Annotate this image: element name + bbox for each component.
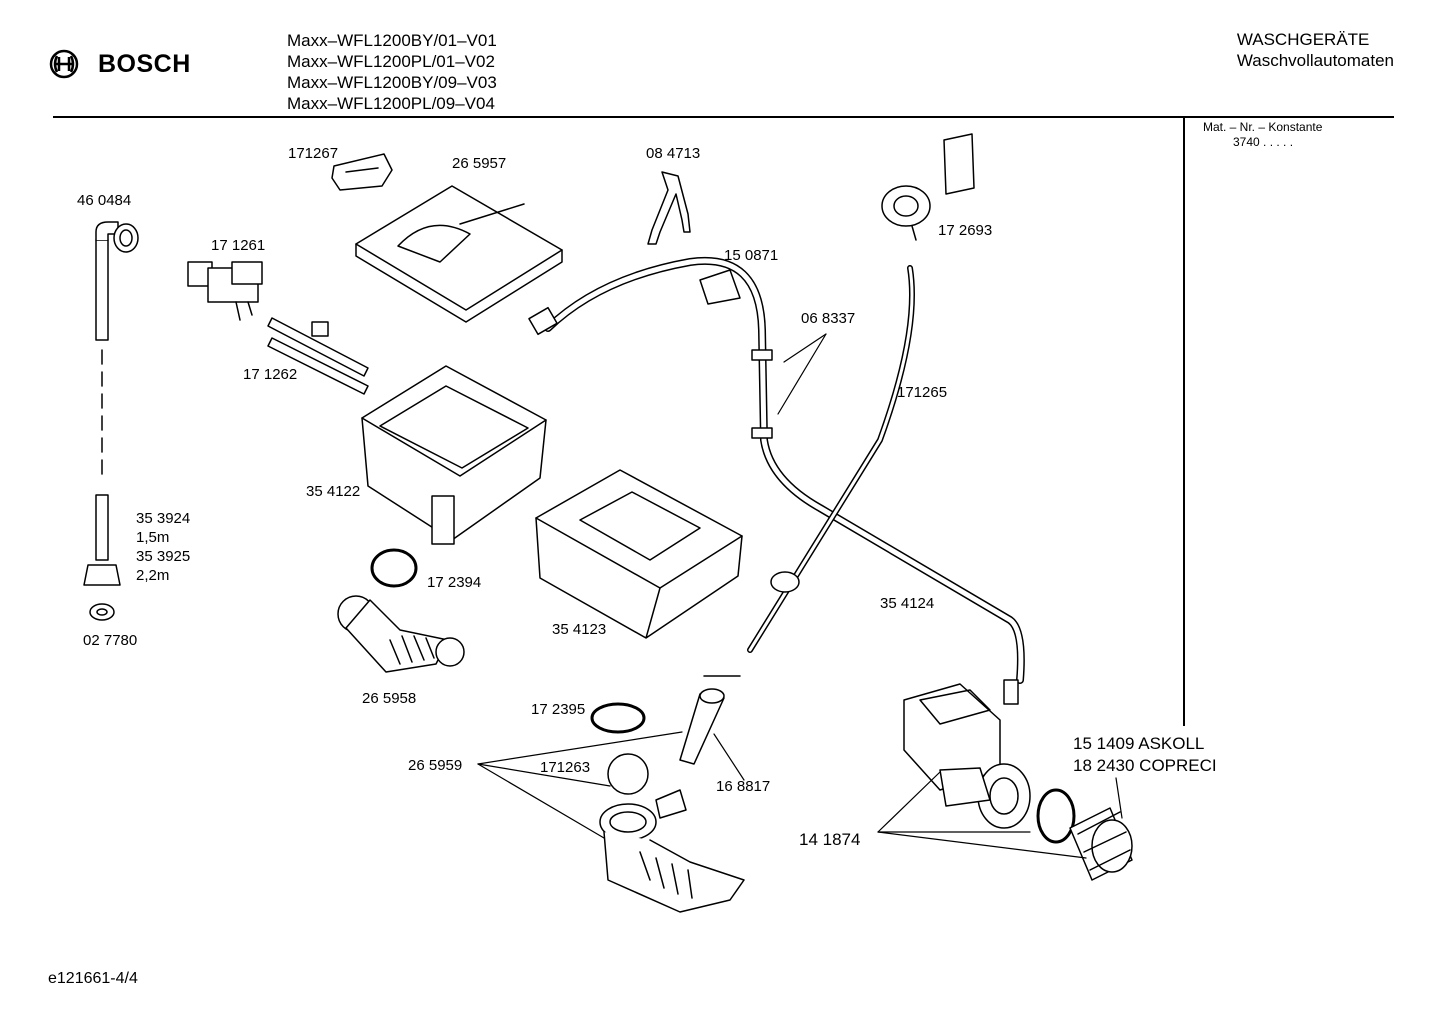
side-divider — [1183, 116, 1185, 726]
ball-valve-part — [607, 753, 649, 795]
brand-logo: BOSCH — [48, 48, 191, 80]
part-label: 17 1262 — [243, 366, 297, 383]
part-label: 1,5m — [136, 529, 169, 546]
brand-name: BOSCH — [98, 49, 191, 78]
category-block: WASCHGERÄTE Waschvollautomaten — [1237, 29, 1394, 71]
inlet-valve-part — [187, 261, 263, 321]
long-hose-part — [528, 256, 1025, 705]
material-value: 3740 . . . . . — [1233, 135, 1294, 149]
part-label: 171263 — [540, 759, 590, 776]
clip-part — [331, 153, 393, 191]
part-label: 06 8337 — [801, 310, 855, 327]
part-label: 17 1261 — [211, 237, 265, 254]
drain-pump-part — [903, 683, 1031, 829]
part-label: 02 7780 — [83, 632, 137, 649]
part-label: 26 5957 — [452, 155, 506, 172]
category-title: WASCHGERÄTE — [1236, 30, 1370, 49]
part-label: 15 0871 — [724, 247, 778, 264]
part-label: 35 4124 — [880, 595, 934, 612]
leader-lines — [477, 333, 1123, 859]
part-label: 35 4122 — [306, 483, 360, 500]
material-label: Mat. – Nr. – Konstante — [1203, 120, 1323, 134]
bellows-hose-part — [337, 595, 465, 673]
part-label: 17 2394 — [427, 574, 481, 591]
part-label: 35 3925 — [136, 548, 190, 565]
part-label: 17 2693 — [938, 222, 992, 239]
seal-ring-part — [370, 548, 418, 588]
category-subtitle: Waschvollautomaten — [1236, 51, 1394, 70]
model-line: Maxx–WFL1200BY/09–V03 — [287, 73, 497, 92]
part-label: 26 5959 — [408, 757, 462, 774]
model-line: Maxx–WFL1200PL/01–V02 — [287, 52, 495, 71]
detergent-drawer-part — [535, 469, 743, 639]
model-line: Maxx–WFL1200BY/01–V01 — [287, 31, 497, 50]
hose-elbow-part — [95, 221, 139, 481]
part-label: 171265 — [897, 384, 947, 401]
part-label: 08 4713 — [646, 145, 700, 162]
drain-hose-end-part — [83, 494, 121, 621]
header-divider — [53, 116, 1394, 118]
model-line: Maxx–WFL1200PL/09–V04 — [287, 94, 495, 113]
model-list: Maxx–WFL1200BY/01–V01 Maxx–WFL1200PL/01–… — [287, 30, 497, 114]
part-label: 18 2430 COPRECI — [1073, 756, 1217, 775]
dispenser-cover-part — [355, 185, 563, 323]
part-label: 26 5958 — [362, 690, 416, 707]
part-label: 171267 — [288, 145, 338, 162]
dispenser-housing-part — [361, 365, 547, 545]
level-tube-part — [747, 265, 915, 653]
document-id: e121661-4/4 — [48, 970, 138, 987]
part-label: 35 4123 — [552, 621, 606, 638]
pump-gasket-part — [1036, 788, 1076, 844]
pump-filter-part — [1069, 807, 1133, 881]
part-label: 35 3924 — [136, 510, 190, 527]
sensor-part — [679, 675, 741, 765]
sump-hose-part — [599, 789, 745, 913]
part-label: 2,2m — [136, 567, 169, 584]
part-label: 14 1874 — [799, 830, 860, 849]
hoses-pair-part — [267, 317, 369, 395]
part-label: 16 8817 — [716, 778, 770, 795]
part-label: 17 2395 — [531, 701, 585, 718]
fork-bracket-part — [647, 171, 691, 245]
bosch-armature-icon — [49, 49, 79, 79]
part-label: 46 0484 — [77, 192, 131, 209]
material-number-box: Mat. – Nr. – Konstante 3740 . . . . . — [1203, 120, 1322, 150]
part-label: 15 1409 ASKOLL — [1073, 734, 1204, 753]
pressure-switch-part — [881, 133, 975, 241]
seal-ring-small-part — [590, 702, 646, 734]
